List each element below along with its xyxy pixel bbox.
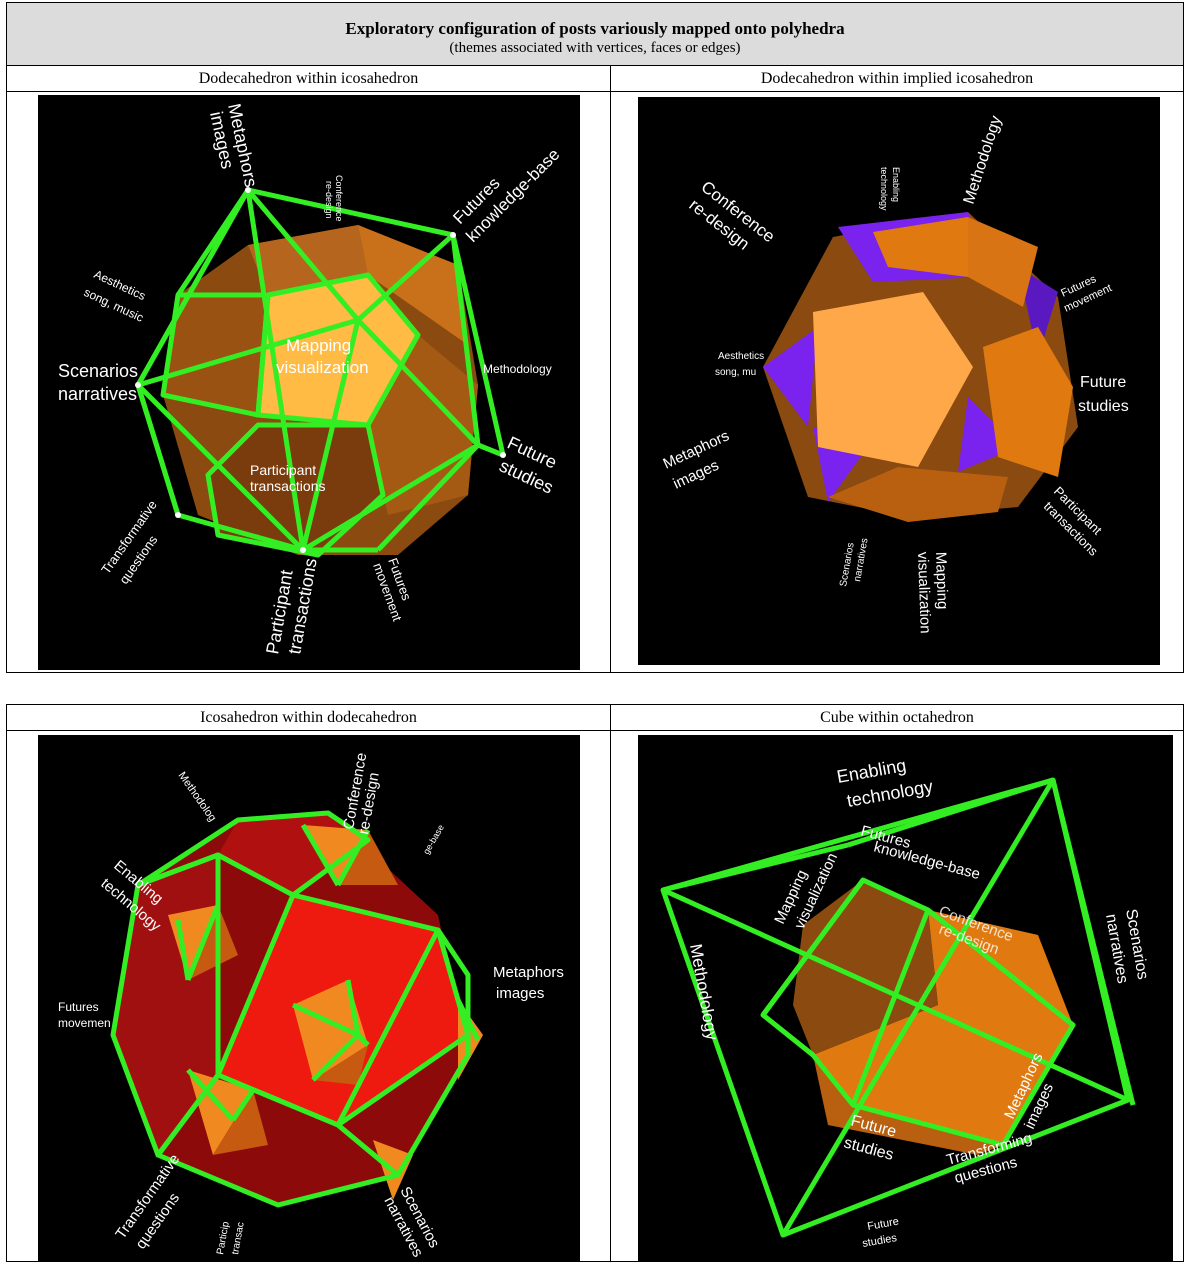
panel-caption-4: Cube within octahedron [610, 704, 1184, 731]
polyhedra-table-top: Exploratory configuration of posts vario… [6, 2, 1184, 673]
label-images: images [496, 985, 544, 1002]
table-header: Exploratory configuration of posts vario… [6, 2, 1184, 66]
label-future: Future [1080, 374, 1126, 391]
polyhedra-table-bottom: Icosahedron within dodecahedron Cube wit… [6, 704, 1184, 1262]
dodecahedron-in-icosahedron-image: Metaphors images Conference re-design Fu… [38, 95, 580, 670]
panel-cell-3: Methodolog Conference re-design ge-base … [6, 730, 611, 1262]
table-title: Exploratory configuration of posts vario… [345, 19, 845, 38]
label-scenarios: Scenarios [58, 361, 138, 381]
panel-cell-1: Metaphors images Conference re-design Fu… [6, 91, 611, 673]
label-aesthetics: Aesthetics [718, 351, 764, 362]
label-futures: Futures [58, 1000, 99, 1014]
label-technology: technology [879, 167, 889, 211]
panel-cell-4: Enabling technology Futures knowledge-ba… [610, 730, 1184, 1262]
label-conference: Conference [334, 175, 344, 222]
label-transactions: transactions [250, 478, 325, 494]
label-participant: Participant [250, 462, 316, 478]
panel-caption-2: Dodecahedron within implied icosahedron [610, 65, 1184, 92]
label-visualization: visualization [914, 552, 934, 634]
label-metaphors: Metaphors [493, 964, 564, 981]
table-subtitle: (themes associated with vertices, faces … [449, 40, 741, 56]
icosahedron-in-dodecahedron-image: Methodolog Conference re-design ge-base … [38, 735, 580, 1261]
panel-caption-3: Icosahedron within dodecahedron [6, 704, 611, 731]
label-enabling: Enabling [891, 167, 901, 202]
label-redesign: re-design [324, 181, 334, 219]
label-methodology: Methodology [483, 362, 552, 376]
label-mapping: Mapping [286, 336, 351, 355]
label-studies: studies [1078, 398, 1129, 415]
label-movement: movemen [58, 1016, 111, 1030]
label-future-bottom: Future [866, 1216, 899, 1233]
dodecahedron-implied-icosahedron-image: Conference re-design Enabling technology… [638, 97, 1160, 665]
label-mapping: Mapping [932, 552, 951, 610]
label-song: song, mu [715, 367, 756, 378]
label-narratives: narratives [58, 384, 137, 404]
label-visualization: visualization [276, 358, 369, 377]
panel-cell-2: Conference re-design Enabling technology… [610, 91, 1184, 673]
cube-in-octahedron-image: Enabling technology Futures knowledge-ba… [638, 735, 1173, 1261]
panel-caption-1: Dodecahedron within icosahedron [6, 65, 611, 92]
